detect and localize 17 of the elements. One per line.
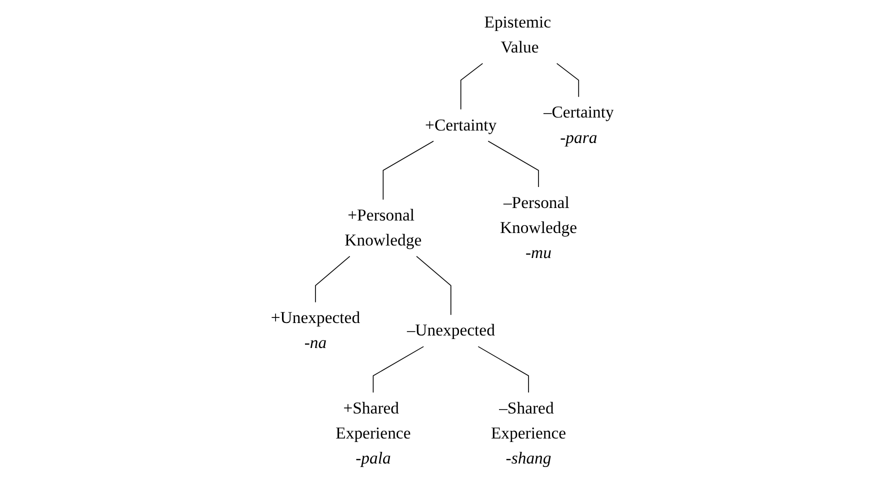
node-text: +Personal Knowledge bbox=[344, 206, 422, 250]
connector bbox=[487, 140, 539, 188]
connector bbox=[314, 256, 350, 303]
connector bbox=[460, 63, 483, 110]
connector bbox=[556, 63, 579, 98]
connector bbox=[372, 346, 424, 393]
node-text: Epistemic Value bbox=[484, 13, 551, 57]
node-text: +Shared Experience -pala bbox=[335, 399, 410, 468]
node-text: –Personal Knowledge -mu bbox=[500, 194, 577, 262]
node-text: –Certainty -para bbox=[542, 104, 614, 147]
node-text: +Certainty bbox=[424, 116, 496, 134]
connector bbox=[382, 140, 434, 200]
node-text: –Shared Experience -shang bbox=[490, 399, 566, 468]
node-text: +Unexpected -na bbox=[270, 308, 360, 352]
connector bbox=[416, 256, 451, 316]
connector bbox=[477, 346, 529, 393]
node-text: –Unexpected bbox=[406, 322, 495, 340]
